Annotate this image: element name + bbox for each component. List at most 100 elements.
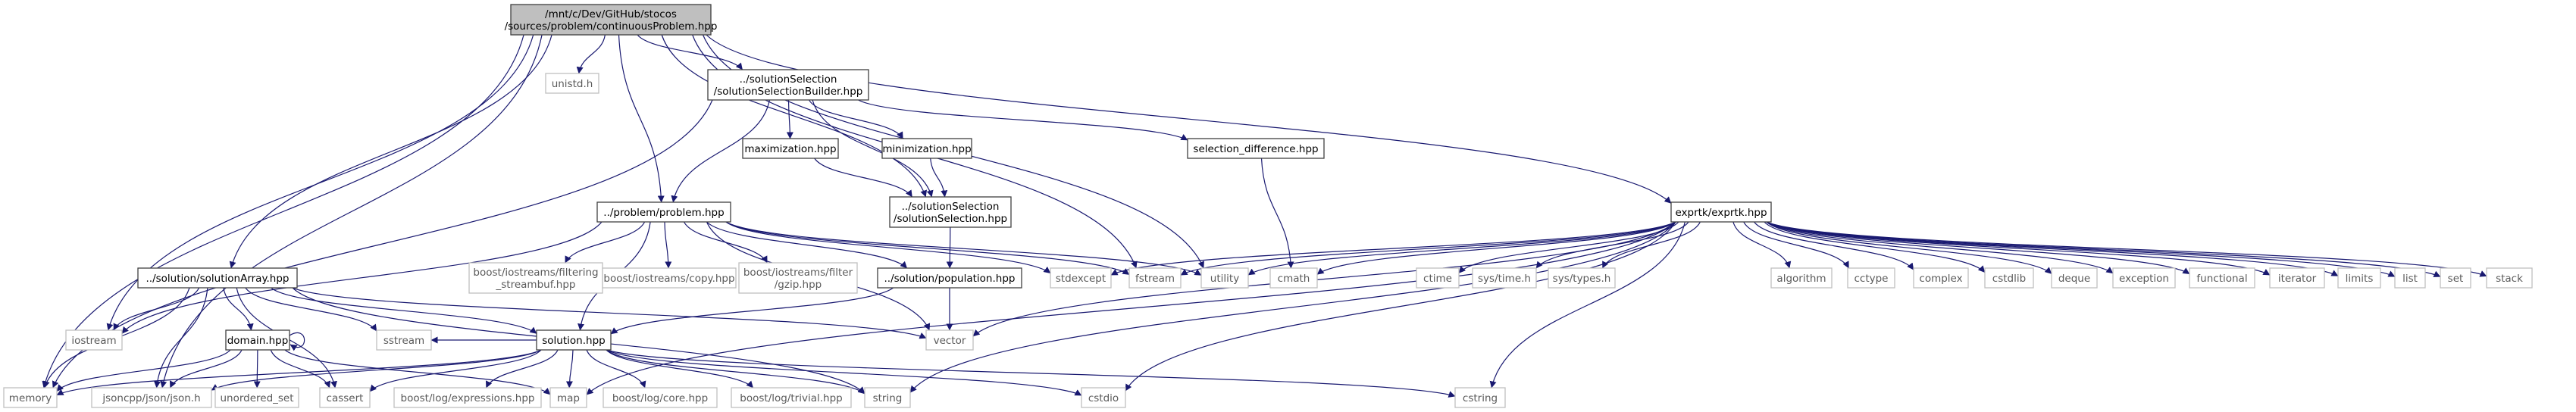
node-algorithm-label-line-1: algorithm: [1776, 273, 1826, 285]
node-iterator-box: [2269, 267, 2325, 289]
edge-solution-to-cassert: [369, 349, 542, 392]
node-string-box: [864, 387, 911, 408]
edge-main-to-problem: [618, 34, 665, 203]
node-population[interactable]: ../solution/population.hpp: [877, 267, 1022, 289]
node-json-label-line-1: jsoncpp/json/json.h: [102, 392, 200, 404]
node-exprtk[interactable]: exprtk/exprtk.hpp: [1670, 201, 1772, 223]
edge-problem-to-stdexcept: [725, 221, 1051, 274]
node-cstdio: cstdio: [1081, 387, 1126, 408]
node-cassert-box: [319, 387, 371, 408]
edge-domain-to-json: [170, 349, 243, 389]
node-trivial-box: [731, 387, 852, 408]
node-main-label-line-1: /mnt/c/Dev/GitHub/stocos: [545, 8, 677, 20]
node-minimization[interactable]: minimization.hpp: [881, 138, 972, 159]
node-sstream: sstream: [376, 329, 432, 351]
node-iostream: iostream: [65, 329, 123, 351]
node-domain-box: [225, 329, 290, 351]
edge-exprtk-to-functional: [1766, 221, 2190, 275]
edge-seldiff-to-cmath: [1260, 158, 1294, 269]
node-complex: complex: [1913, 267, 1969, 289]
node-exception: exception: [2112, 267, 2176, 289]
edge-solution-to-core: [586, 349, 646, 389]
edge-problem-to-iostream: [121, 221, 603, 334]
node-core-box: [603, 387, 718, 408]
node-cstring: cstring: [1454, 387, 1506, 408]
edge-exprtk-to-cctype: [1743, 221, 1849, 269]
node-json-box: [91, 387, 212, 408]
node-cassert-label-line-1: cassert: [327, 392, 364, 404]
edge-main-to-builder: [637, 34, 743, 70]
node-string-label-line-1: string: [873, 392, 903, 404]
edge-exprtk-to-set: [1766, 221, 2441, 277]
node-vector: vector: [925, 329, 974, 351]
edge-exprtk-to-iterator: [1766, 221, 2271, 276]
edge-exprtk-to-vector: [972, 221, 1676, 337]
node-population-label-line-1: ../solution/population.hpp: [884, 273, 1016, 285]
node-problem-label-line-1: ../problem/problem.hpp: [603, 207, 724, 219]
node-exprtk-label-line-1: exprtk/exprtk.hpp: [1675, 207, 1767, 219]
node-main-box: [510, 4, 712, 36]
node-copy-box: [602, 267, 737, 289]
node-core: boost/log/core.hpp: [603, 387, 718, 408]
node-seldiff[interactable]: selection_difference.hpp: [1187, 138, 1325, 159]
node-iostream-label-line-1: iostream: [71, 335, 116, 347]
node-main-label-line-2: /sources/problem/continuousProblem.hpp: [505, 20, 718, 33]
edge-exprtk-to-cmath: [1316, 221, 1676, 275]
node-list-label-line-1: list: [2402, 273, 2418, 285]
node-unistd-box: [545, 73, 599, 94]
node-exprtk-box: [1670, 201, 1772, 223]
node-iostream-box: [65, 329, 123, 351]
node-domain[interactable]: domain.hpp: [225, 329, 290, 351]
node-filtering-box: [468, 262, 603, 294]
edge-solarray-to-vector: [292, 287, 927, 339]
edge-solution-to-trivial: [606, 349, 754, 389]
node-unordered-box: [214, 387, 299, 408]
node-ctime-box: [1416, 267, 1460, 289]
node-selection-label-line-2: /solutionSelection.hpp: [894, 213, 1007, 225]
node-builder[interactable]: ../solutionSelection/solutionSelectionBu…: [707, 69, 869, 101]
edge-main-to-unistd: [576, 34, 606, 74]
node-expressions: boost/log/expressions.hpp: [393, 387, 542, 408]
node-solarray[interactable]: ../solution/solutionArray.hpp: [137, 267, 298, 289]
node-cassert: cassert: [319, 387, 371, 408]
node-deque: deque: [2051, 267, 2098, 289]
node-selection[interactable]: ../solutionSelection/solutionSelection.h…: [889, 196, 1012, 228]
node-selection-box: [889, 196, 1012, 228]
node-cmath-label-line-1: cmath: [1278, 273, 1310, 285]
node-cctype: cctype: [1847, 267, 1895, 289]
edge-solution-to-cstring: [606, 349, 1456, 398]
node-ctime: ctime: [1416, 267, 1460, 289]
node-utility: utility: [1200, 267, 1249, 289]
node-sstream-label-line-1: sstream: [383, 335, 424, 347]
edge-exprtk-to-deque: [1766, 221, 2052, 274]
node-ctime-label-line-1: ctime: [1423, 273, 1452, 285]
node-minimization-box: [881, 138, 972, 159]
edge-builder-to-minimization: [808, 99, 903, 139]
edge-problem-to-population: [706, 221, 908, 269]
node-expressions-box: [393, 387, 542, 408]
node-fstream-box: [1128, 267, 1182, 289]
node-functional-box: [2189, 267, 2255, 289]
node-deque-box: [2051, 267, 2098, 289]
edge-domain-self-loop: [289, 332, 305, 351]
node-map-label-line-1: map: [557, 392, 580, 404]
edge-solarray-to-json: [154, 287, 208, 389]
edge-problem-to-fstream: [725, 221, 1130, 276]
node-maximization[interactable]: maximization.hpp: [742, 138, 839, 159]
node-unordered-label-line-1: unordered_set: [220, 392, 293, 404]
node-core-label-line-1: boost/log/core.hpp: [612, 392, 708, 404]
node-maximization-box: [742, 138, 839, 159]
node-systypes-box: [1548, 267, 1616, 289]
node-map-box: [549, 387, 587, 408]
node-solution[interactable]: solution.hpp: [536, 329, 612, 351]
node-filtering-label-line-2: _streambuf.hpp: [496, 279, 576, 291]
edge-minimization-to-selection: [930, 158, 948, 198]
node-memory: memory: [3, 387, 58, 408]
edge-problem-to-filtering: [565, 221, 646, 264]
node-selection-label-line-1: ../solutionSelection: [902, 201, 1000, 213]
node-main[interactable]: /mnt/c/Dev/GitHub/stocos/sources/problem…: [505, 4, 718, 36]
node-cctype-box: [1847, 267, 1895, 289]
node-problem[interactable]: ../problem/problem.hpp: [596, 201, 731, 223]
node-cstdio-label-line-1: cstdio: [1088, 392, 1119, 404]
